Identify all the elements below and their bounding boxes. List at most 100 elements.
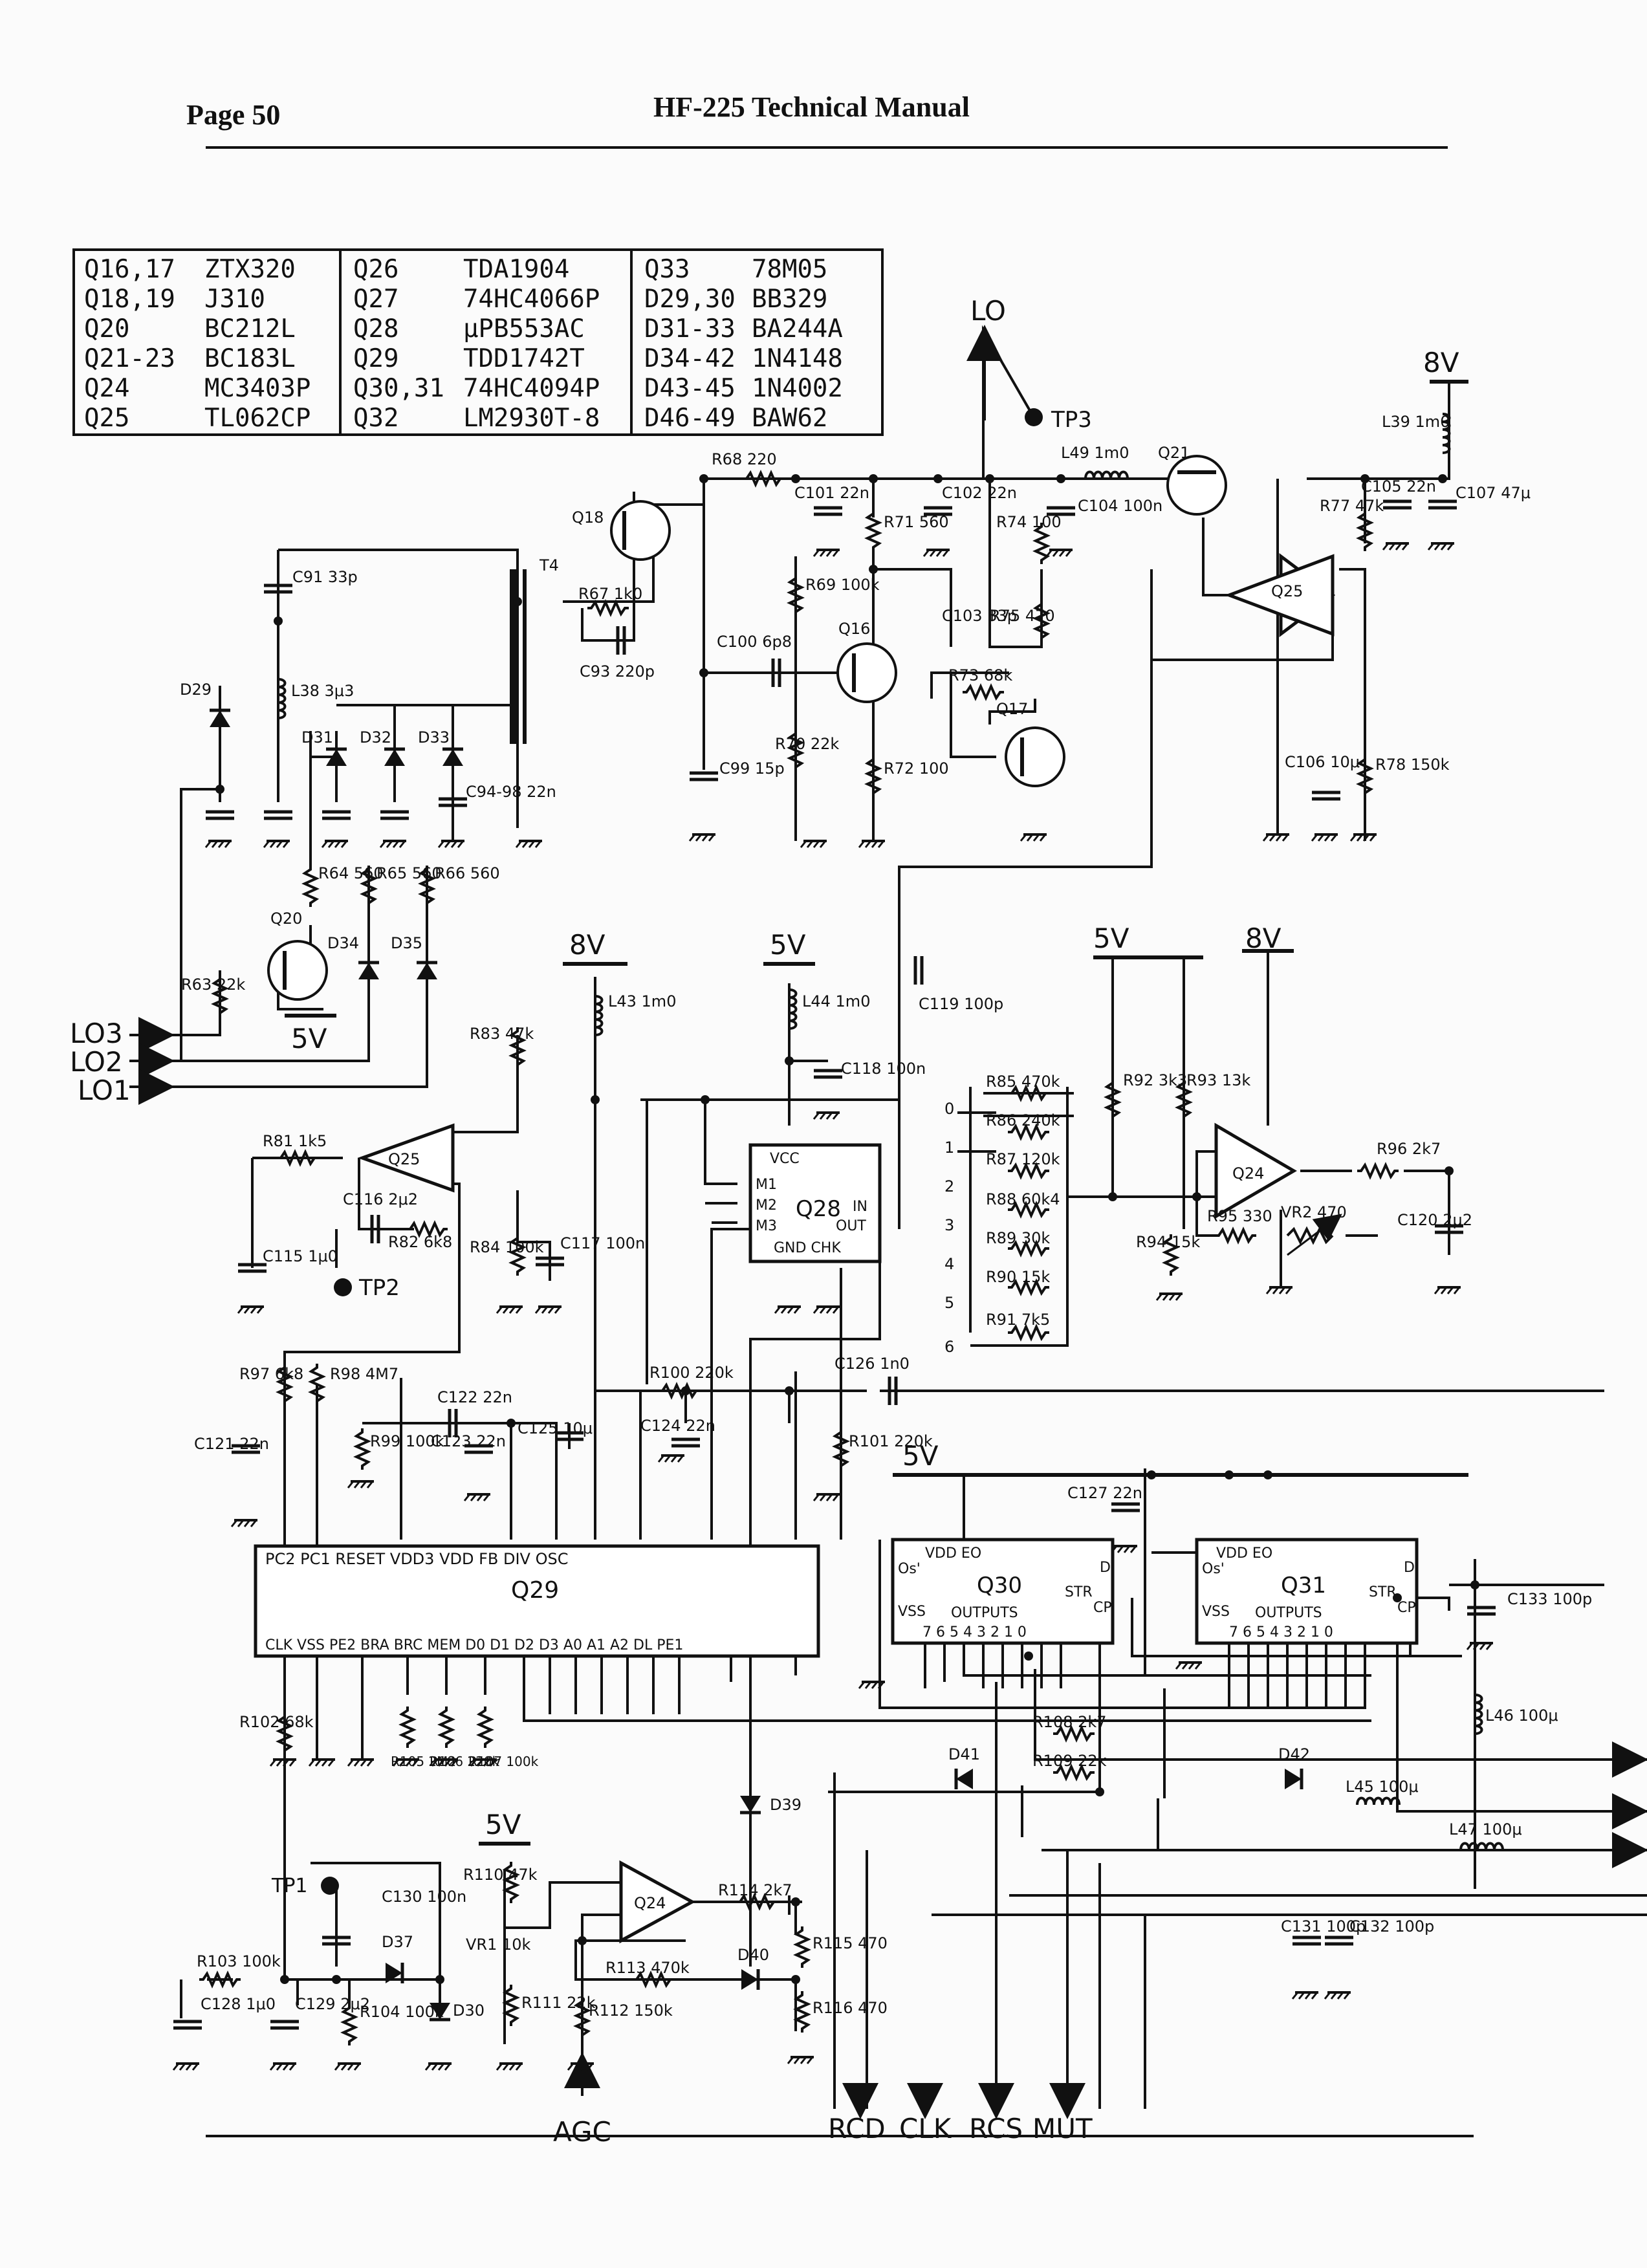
label-r63: R63 22k — [181, 976, 245, 994]
rail-8v-right: 8V — [1245, 922, 1282, 954]
opamp-q24b-label: Q24 — [634, 1894, 666, 1912]
parts-table-cell: BA244A — [752, 314, 843, 343]
label-c107: C107 47μ — [1456, 484, 1531, 502]
label-c126: C126 1n0 — [834, 1355, 910, 1373]
label-r75: R75 470 — [990, 607, 1055, 625]
label-r81: R81 1k5 — [263, 1132, 327, 1150]
ic-q31 — [1195, 1538, 1419, 1645]
label-r111: R111 22k — [521, 1994, 596, 2012]
label-q20: Q20 — [270, 910, 302, 928]
testpoint-tp2 — [334, 1278, 352, 1296]
parts-table-cell: 1N4148 — [752, 344, 843, 373]
ic-q31-pin-vdd: VDD EO — [1216, 1545, 1272, 1562]
label-c123: C123 22n — [431, 1432, 506, 1450]
signal-lo: LO — [970, 295, 1006, 327]
parts-table-divider — [630, 251, 633, 433]
label-c133: C133 100p — [1507, 1590, 1592, 1608]
parts-table-cell: J310 — [204, 285, 265, 314]
label-c117: C117 100n — [560, 1234, 645, 1252]
parts-table-cell: LM2930T-8 — [463, 404, 600, 433]
ic-q31-pin-vss: VSS — [1202, 1604, 1230, 1620]
selector-input-6: 6 — [944, 1338, 954, 1356]
label-c125: C125 10μ — [518, 1419, 593, 1437]
selector-input-1: 1 — [944, 1139, 954, 1157]
ic-q31-output-numbers: 7 6 5 4 3 2 1 0 — [1229, 1624, 1333, 1641]
label-r93: R93 13k — [1186, 1071, 1250, 1089]
label-c128: C128 1μ0 — [201, 1995, 276, 2013]
label-c119: C119 100p — [919, 995, 1003, 1013]
manual-title: HF-225 Technical Manual — [653, 91, 970, 123]
parts-table-cell: Q30,31 — [353, 374, 444, 403]
parts-table-cell: D43-45 — [644, 374, 736, 403]
label-c104: C104 100n — [1078, 497, 1162, 515]
label-r86: R86 240k — [986, 1111, 1060, 1129]
label-vr1: VR1 10k — [466, 1935, 531, 1954]
label-r116: R116 470 — [813, 1999, 888, 2017]
q29-bottom-pins — [316, 1656, 1371, 1760]
selector-input-3: 3 — [944, 1216, 954, 1234]
label-r105: R105 2M2 — [391, 1754, 456, 1769]
label-c118: C118 100n — [841, 1060, 926, 1078]
ic-q30-pin-vdd: VDD EO — [925, 1545, 981, 1562]
parts-table-cell: Q25 — [84, 404, 130, 433]
parts-table-cell: MC3403P — [204, 374, 311, 403]
parts-table-cell: Q16,17 — [84, 255, 175, 284]
label-c93: C93 220p — [580, 662, 655, 681]
transistor-icon — [267, 455, 1227, 1001]
label-c99: C99 15p — [719, 759, 785, 778]
label-c127: C127 22n — [1067, 1484, 1142, 1502]
ic-q28-pin-out: OUT — [836, 1218, 866, 1234]
label-r113: R113 470k — [605, 1959, 690, 1977]
label-c94: C94-98 22n — [466, 783, 556, 801]
rail-5v-lower: 5V — [485, 1809, 521, 1840]
label-d41: D41 — [948, 1745, 980, 1763]
label-r69: R69 100k — [805, 576, 880, 594]
parts-table-cell: Q21-23 — [84, 344, 175, 373]
ic-q30 — [891, 1538, 1115, 1645]
selector-input-0: 0 — [944, 1100, 954, 1118]
ic-q30-pin-d: D — [1100, 1560, 1111, 1576]
label-l43: L43 1m0 — [608, 992, 676, 1010]
transformer-t4 — [510, 569, 527, 744]
ic-q29 — [254, 1544, 820, 1658]
label-r108: R108 2k7 — [1032, 1713, 1107, 1731]
label-r104: R104 100k — [360, 2003, 444, 2021]
footer-rule — [206, 2135, 1474, 2137]
label-r71: R71 560 — [884, 513, 949, 531]
label-r103: R103 100k — [197, 1952, 281, 1970]
label-r98: R98 4M7 — [330, 1365, 398, 1383]
label-r112: R112 150k — [589, 2001, 673, 2020]
label-c124: C124 22n — [640, 1417, 715, 1435]
component-labels: R68 220 R71 560 R74 100 R75 470 R73 68k … — [180, 413, 1592, 2021]
label-c132: C132 100p — [1349, 1917, 1434, 1935]
label-l38: L38 3μ3 — [291, 682, 354, 700]
label-r74: R74 100 — [996, 513, 1062, 531]
label-c91: C91 33p — [292, 568, 358, 586]
selector-input-5: 5 — [944, 1294, 954, 1312]
label-r82: R82 6k8 — [388, 1233, 452, 1251]
selector-input-4: 4 — [944, 1255, 954, 1273]
label-r68: R68 220 — [712, 450, 777, 468]
label-r95: R95 330 — [1207, 1207, 1272, 1225]
label-c105: C105 22n — [1361, 477, 1436, 496]
selector-input-2: 2 — [944, 1177, 954, 1195]
label-d37: D37 — [382, 1933, 413, 1951]
label-r87: R87 120k — [986, 1150, 1060, 1168]
label-r83: R83 47k — [470, 1025, 534, 1043]
label-c121: C121 22n — [194, 1435, 269, 1453]
opamp-q25-label: Q25 — [1271, 582, 1303, 600]
parts-table-cell: D34-42 — [644, 344, 736, 373]
label-r91: R91 7k5 — [986, 1311, 1050, 1329]
ic-q28-pin-m3: M3 — [756, 1218, 777, 1234]
ic-q30-pin-cp: CP — [1093, 1600, 1112, 1616]
opamp-q25-lower — [357, 1123, 455, 1193]
rail-5v-mid: 5V — [770, 929, 806, 961]
parts-table-cell: Q27 — [353, 285, 399, 314]
label-r77: R77 47k — [1320, 497, 1384, 515]
parts-table-cell: TDA1904 — [463, 255, 570, 284]
q30-output-lines — [924, 1643, 1062, 1688]
parts-table-cell: 1N4002 — [752, 374, 843, 403]
header-rule — [206, 146, 1448, 149]
ic-q31-pin-os: Os' — [1202, 1561, 1225, 1577]
